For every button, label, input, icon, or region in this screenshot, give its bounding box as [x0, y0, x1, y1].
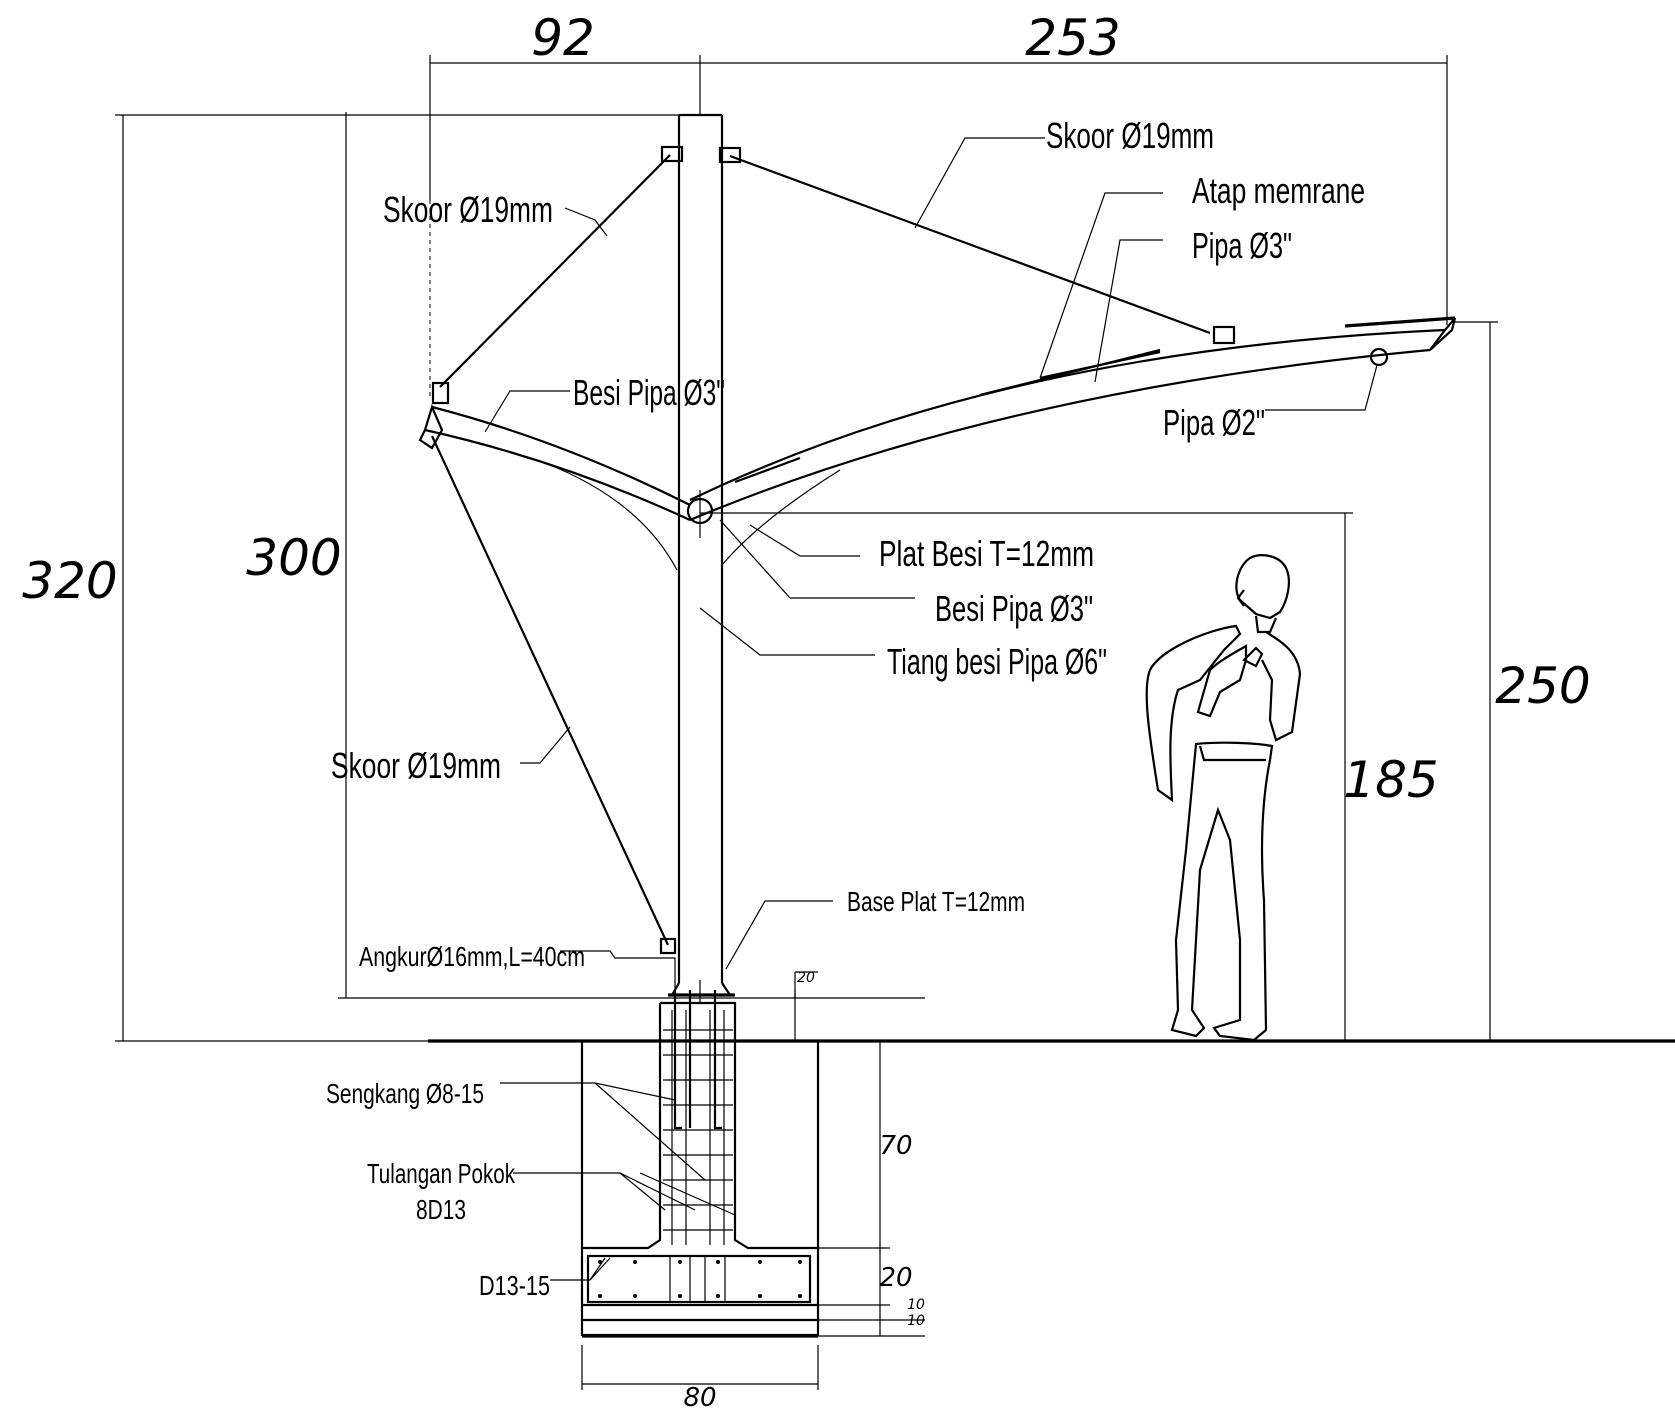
label-skoor-top-right: Skoor Ø19mm: [1046, 115, 1214, 156]
roof-membrane-lines: [734, 348, 1161, 484]
label-atap-memrane: Atap memrane: [1192, 170, 1365, 211]
dim-92: 92: [531, 9, 595, 67]
pipe-2-circle: [1369, 347, 1389, 367]
dim-20-small: 20: [797, 970, 815, 986]
label-plat-besi: Plat Besi T=12mm: [879, 533, 1094, 574]
dim-10-a: 10: [907, 1297, 925, 1313]
rebar-dots: [598, 1260, 802, 1298]
label-skoor-top-left: Skoor Ø19mm: [383, 189, 553, 230]
left-arm: [418, 381, 691, 521]
label-besi-pipa-joint: Besi Pipa Ø3": [935, 588, 1093, 629]
dim-250: 250: [1495, 657, 1590, 715]
left-membrane-curve: [544, 462, 678, 571]
dimension-lines: [115, 55, 1498, 1390]
foundation: [580, 990, 820, 1338]
label-skoor-lower-left: Skoor Ø19mm: [331, 745, 501, 786]
base-plate: [668, 980, 735, 1003]
cables: [431, 154, 1211, 946]
dim-320: 320: [22, 552, 117, 610]
label-base-plat: Base Plat T=12mm: [847, 886, 1025, 917]
dim-20: 20: [879, 1263, 912, 1293]
dim-300: 300: [246, 529, 341, 587]
person-figure: [1145, 554, 1302, 1042]
dim-185: 185: [1343, 751, 1438, 809]
label-sengkang: Sengkang Ø8-15: [326, 1078, 484, 1109]
label-tulangan-pokok: Tulangan Pokok: [367, 1158, 516, 1189]
right-arm: [689, 316, 1457, 522]
label-pipa-3-roof: Pipa Ø3": [1192, 225, 1292, 266]
label-pipa-2: Pipa Ø2": [1163, 402, 1265, 443]
label-besi-pipa-arm: Besi Pipa Ø3": [573, 372, 725, 413]
right-membrane-curve: [721, 469, 841, 566]
label-tiang-besi: Tiang besi Pipa Ø6": [887, 641, 1107, 682]
label-d13-15: D13-15: [479, 1270, 550, 1301]
label-8d13: 8D13: [416, 1194, 466, 1225]
dim-10-b: 10: [907, 1313, 925, 1329]
pivot-joint: [686, 490, 714, 538]
label-angkur: AngkurØ16mm,L=40cm: [359, 941, 585, 972]
dim-253: 253: [1025, 9, 1120, 67]
dim-80: 80: [683, 1383, 716, 1412]
dim-70: 70: [879, 1131, 912, 1161]
cable-tabs: [659, 145, 1236, 955]
leader-lines: [484, 137, 1378, 1281]
main-pole: [677, 113, 724, 983]
